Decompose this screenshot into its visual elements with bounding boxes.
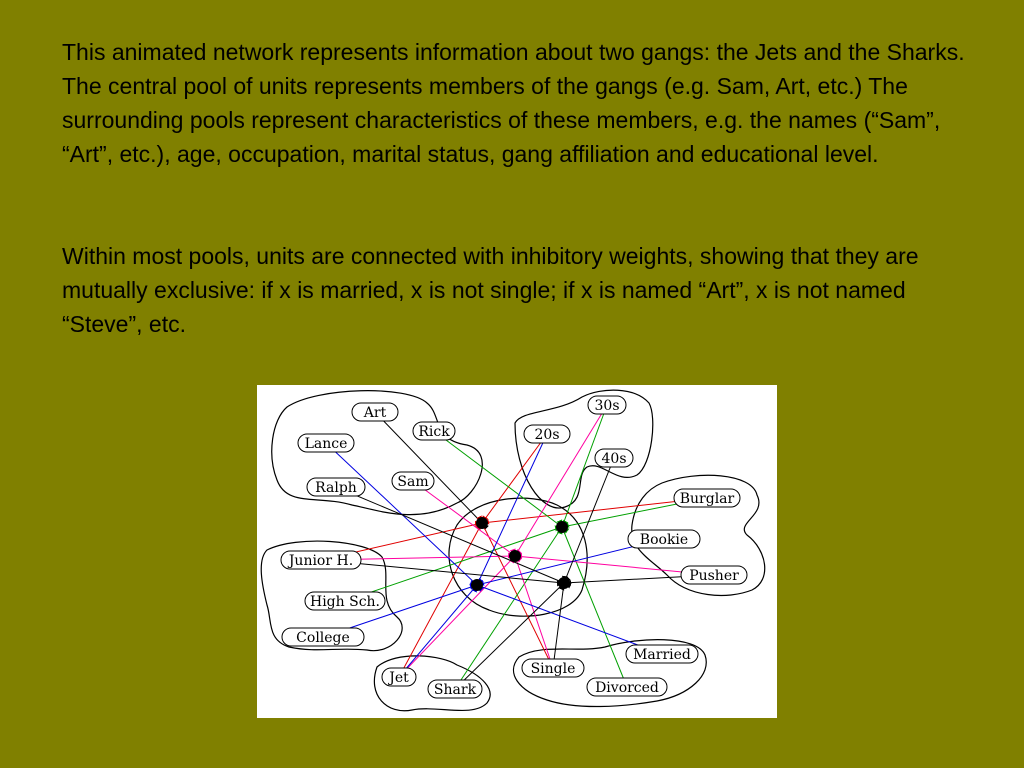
svg-text:Sam: Sam xyxy=(397,474,428,490)
unit-shark: Shark xyxy=(427,679,483,699)
unit-high-sch: High Sch. xyxy=(304,591,386,611)
svg-text:Lance: Lance xyxy=(305,436,348,452)
unit-rick: Rick xyxy=(412,421,456,441)
connection-arrow xyxy=(476,515,554,669)
svg-text:Pusher: Pusher xyxy=(689,568,739,584)
svg-text:Burglar: Burglar xyxy=(680,491,735,507)
svg-text:High Sch.: High Sch. xyxy=(310,594,380,610)
unit-pusher: Pusher xyxy=(680,565,748,585)
member-unit-node xyxy=(476,517,488,529)
connection-arrow xyxy=(475,433,548,531)
connection-arrow xyxy=(398,515,488,678)
unit-single: Single xyxy=(521,658,585,678)
unit-ralph: Ralph xyxy=(306,477,366,497)
svg-text:Art: Art xyxy=(363,405,387,421)
member-unit-node xyxy=(471,579,483,591)
intro-paragraph: This animated network represents informa… xyxy=(62,39,965,167)
svg-text:Single: Single xyxy=(531,661,576,677)
unit-40s: 40s xyxy=(594,448,634,468)
svg-text:Divorced: Divorced xyxy=(595,680,659,696)
connection-arrow xyxy=(471,433,548,593)
member-unit-node xyxy=(558,577,570,589)
connection-arrow xyxy=(412,480,523,563)
unit-20s: 20s xyxy=(523,424,571,444)
inhibition-paragraph: Within most pools, units are connected w… xyxy=(62,243,919,337)
unit-30s: 30s xyxy=(587,395,627,415)
unit-bookie: Bookie xyxy=(627,529,701,549)
svg-text:Married: Married xyxy=(633,647,691,663)
svg-text:Ralph: Ralph xyxy=(315,480,357,496)
connection-arrow xyxy=(398,577,484,678)
unit-divorced: Divorced xyxy=(586,677,668,697)
unit-burglar: Burglar xyxy=(673,488,741,508)
connection-arrow xyxy=(433,430,570,534)
svg-text:40s: 40s xyxy=(602,451,627,467)
svg-text:Jet: Jet xyxy=(387,670,409,686)
connection-arrow xyxy=(469,579,663,655)
connection-arrow xyxy=(335,486,572,589)
unit-lance: Lance xyxy=(297,433,355,453)
svg-text:Bookie: Bookie xyxy=(640,532,688,548)
unit-sam: Sam xyxy=(391,471,435,491)
member-unit-node xyxy=(556,521,568,533)
connection-arrow xyxy=(454,575,572,690)
unit-jet: Jet xyxy=(381,667,417,687)
connection-arrow xyxy=(398,548,523,678)
svg-text:College: College xyxy=(296,630,350,646)
svg-text:Shark: Shark xyxy=(434,682,477,698)
unit-junior-h: Junior H. xyxy=(280,550,362,570)
unit-college: College xyxy=(281,627,365,647)
unit-art: Art xyxy=(351,402,399,422)
unit-married: Married xyxy=(625,644,699,664)
member-unit-node xyxy=(509,550,521,562)
svg-text:Rick: Rick xyxy=(418,424,450,440)
connection-arrow xyxy=(558,457,615,591)
svg-text:20s: 20s xyxy=(535,427,560,443)
connection-arrow xyxy=(344,521,570,602)
svg-text:Junior H.: Junior H. xyxy=(287,553,353,569)
svg-text:30s: 30s xyxy=(595,398,620,414)
connection-arrow xyxy=(550,575,568,669)
